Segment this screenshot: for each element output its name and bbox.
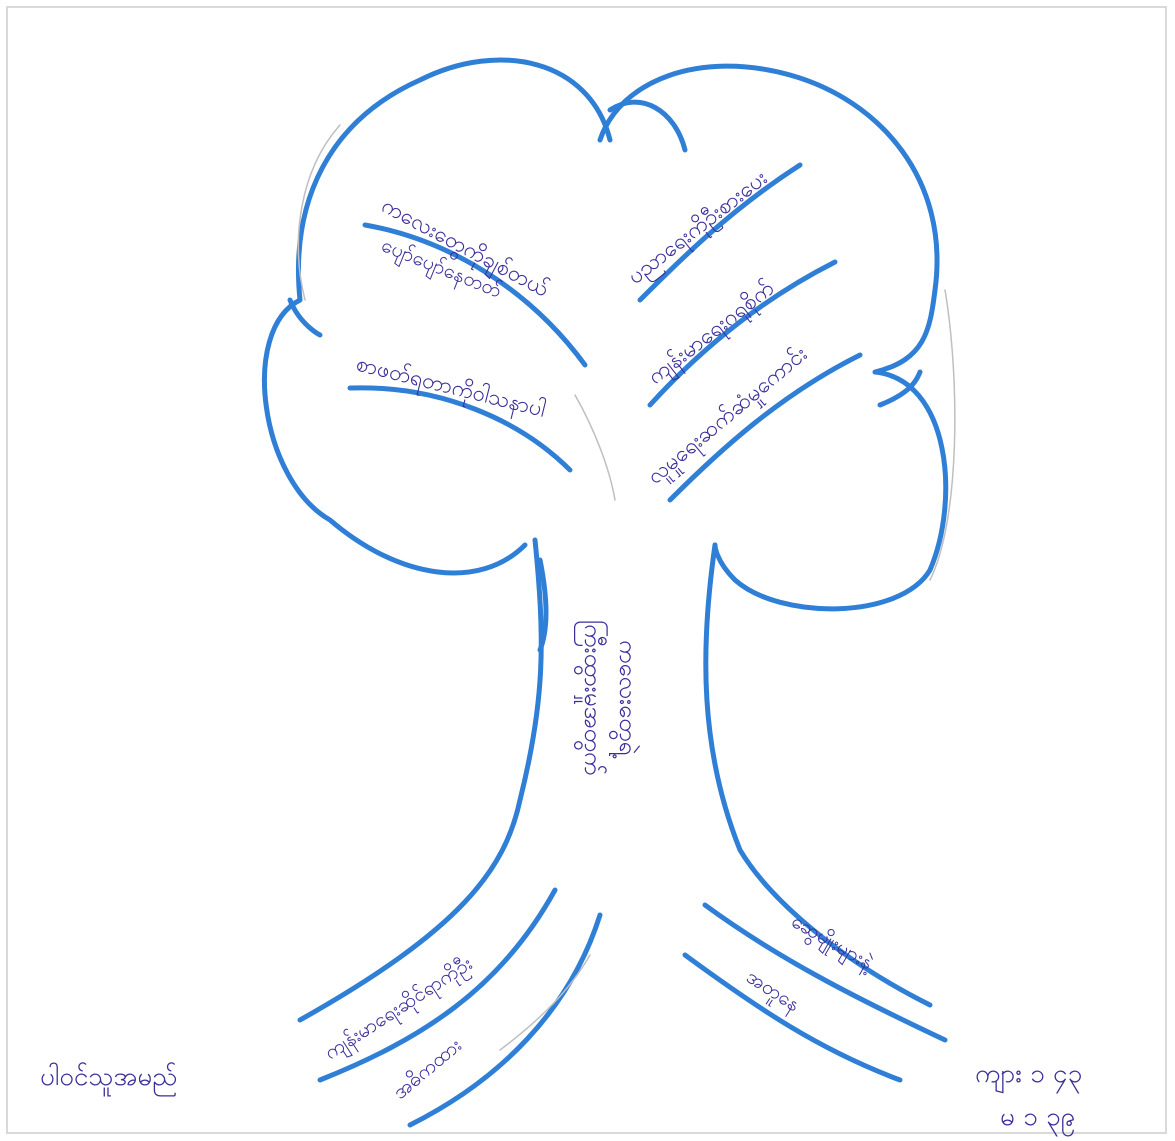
branch-line-3: [640, 165, 800, 300]
trunk-label-1: ကလေးတွေရဲ့: [608, 640, 642, 758]
participant-name-label: ပါဝင်သူအမည်: [40, 1061, 177, 1097]
root-label-4: အတူနေ: [740, 964, 805, 1020]
branch-label-2: ပညာရေးကိုဦးစားပေး: [623, 165, 775, 293]
root-line-4: [685, 955, 900, 1080]
female-count-label: မ ၁ ၃၉: [1000, 1102, 1076, 1137]
male-count-label: ကျား ၁ ၄၃: [975, 1059, 1082, 1094]
tree-canopy: [264, 60, 954, 609]
trunk-label-2: ကြီးထွားမှုအတွက်: [573, 620, 609, 775]
